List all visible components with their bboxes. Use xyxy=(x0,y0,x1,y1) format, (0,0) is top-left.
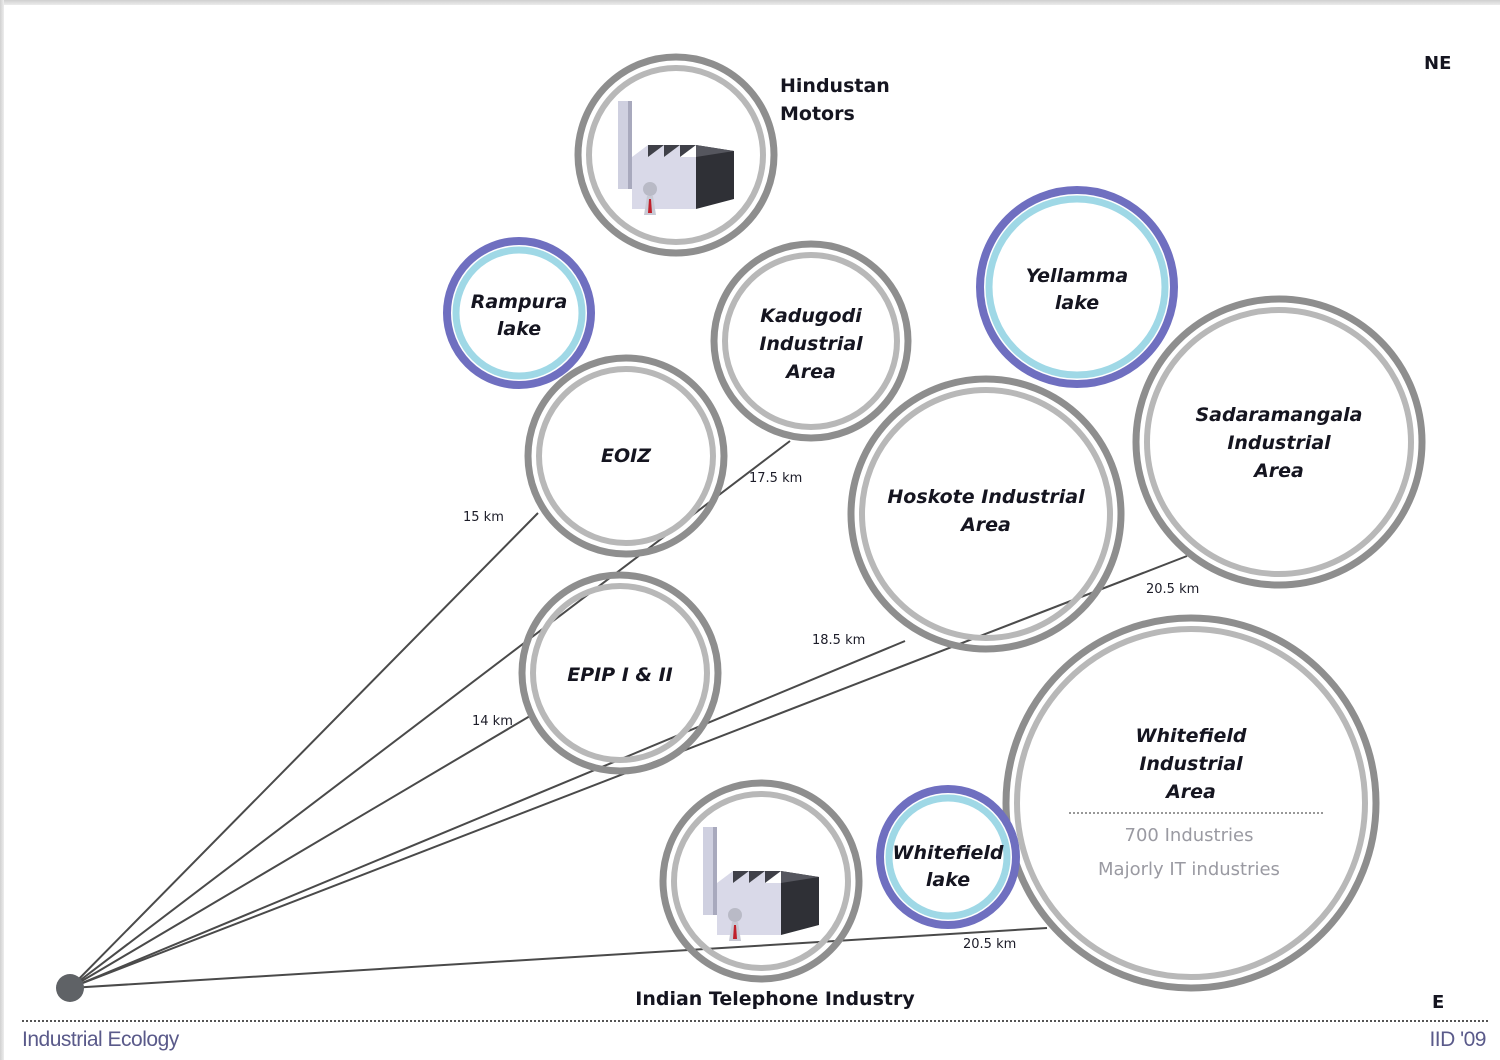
ring-outer xyxy=(518,571,722,775)
ring-outer xyxy=(659,779,863,983)
distance-label-epip: 14 km xyxy=(472,714,513,729)
lake-ring-outer xyxy=(876,785,1020,929)
page-frame-left xyxy=(0,0,4,1060)
node-epip: EPIP I & II xyxy=(518,571,722,775)
factory-icon xyxy=(703,827,819,941)
ring-outer xyxy=(1132,295,1426,589)
node-detail: Majorly IT industries xyxy=(1098,859,1280,880)
ring-outer xyxy=(847,375,1125,653)
footer-year: IID '09 xyxy=(1429,1028,1486,1051)
factory-icon xyxy=(618,101,734,215)
lake-ring-outer xyxy=(443,237,595,389)
lake-ring-outer xyxy=(976,186,1178,388)
ring-inner xyxy=(530,583,710,763)
distance-line-whitefield xyxy=(69,927,1048,989)
ring-outer xyxy=(524,354,728,558)
ring-inner xyxy=(1144,307,1414,577)
origin-point xyxy=(56,974,84,1002)
ring-inner xyxy=(722,252,900,430)
compass-ne-label: NE xyxy=(1424,53,1451,74)
node-indian-telephone-industry: Indian Telephone Industry xyxy=(635,779,915,1010)
footer-divider xyxy=(22,1020,1488,1022)
ring-outer xyxy=(574,53,778,257)
lake-ring-inner xyxy=(452,246,586,380)
distance-label-whitefield: 20.5 km xyxy=(963,937,1016,952)
distance-line-hoskote xyxy=(69,640,906,989)
footer-title: Industrial Ecology xyxy=(22,1028,179,1051)
compass-e-label: E xyxy=(1432,992,1444,1013)
ring-outer xyxy=(710,240,912,442)
ring-outer xyxy=(1002,614,1380,992)
distance-label-sadaramangala: 20.5 km xyxy=(1146,582,1199,597)
page-frame-top xyxy=(0,0,1500,5)
node-eoiz: EOIZ xyxy=(524,354,728,558)
distance-labels: 15 km 17.5 km 14 km 18.5 km 20.5 km 20.5 km xyxy=(463,471,1199,952)
distance-label-eoiz: 15 km xyxy=(463,510,504,525)
node-label-eoiz: EOIZ xyxy=(601,445,652,467)
distance-line-eoiz xyxy=(69,512,539,989)
node-label-indian-telephone-industry: Indian Telephone Industry xyxy=(635,988,915,1010)
distance-label-kadugodi: 17.5 km xyxy=(749,471,802,486)
ring-inner xyxy=(1014,626,1368,980)
lake-ring-inner xyxy=(885,794,1011,920)
ring-inner xyxy=(586,65,766,245)
distance-line-epip xyxy=(69,715,531,989)
node-label-epip: EPIP I & II xyxy=(567,664,673,686)
distance-label-hoskote: 18.5 km xyxy=(812,633,865,648)
node-detail: 700 Industries xyxy=(1125,825,1254,846)
ring-inner xyxy=(671,791,851,971)
ring-inner xyxy=(859,387,1113,641)
ring-inner xyxy=(536,366,716,546)
lake-ring-inner xyxy=(985,195,1169,379)
